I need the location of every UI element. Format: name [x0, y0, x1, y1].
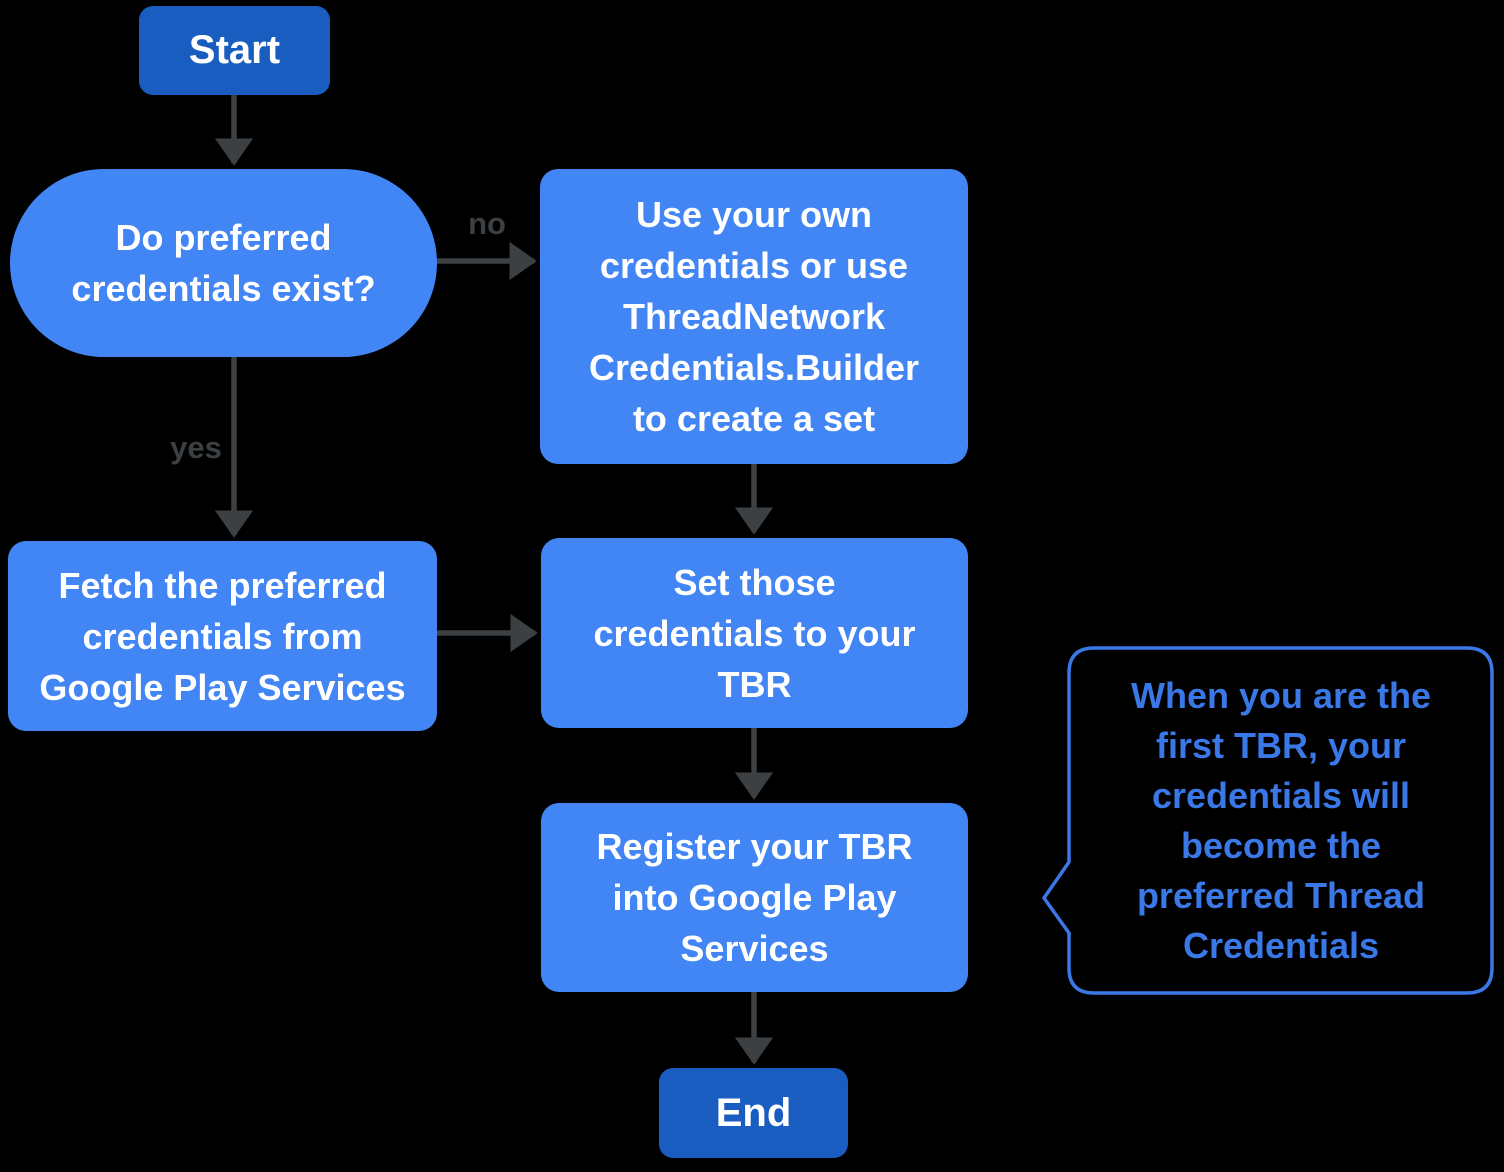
node-end: End	[659, 1068, 848, 1158]
edge-label-yes: yes	[170, 430, 222, 465]
node-register-tbr: Register your TBR into Google Play Servi…	[541, 803, 968, 992]
node-use-own-credentials: Use your own credentials or use ThreadNe…	[540, 169, 968, 464]
node-decision-preferred-credentials: Do preferred credentials exist?	[10, 169, 437, 357]
callout-note: When you are the first TBR, your credent…	[1130, 674, 1432, 966]
node-set-credentials-to-tbr: Set those credentials to your TBR	[541, 538, 968, 728]
callout-bubble-outline	[1042, 646, 1494, 995]
node-fetch-preferred-credentials: Fetch the preferred credentials from Goo…	[8, 541, 437, 731]
node-start: Start	[139, 6, 330, 95]
edge-label-no: no	[468, 206, 506, 241]
